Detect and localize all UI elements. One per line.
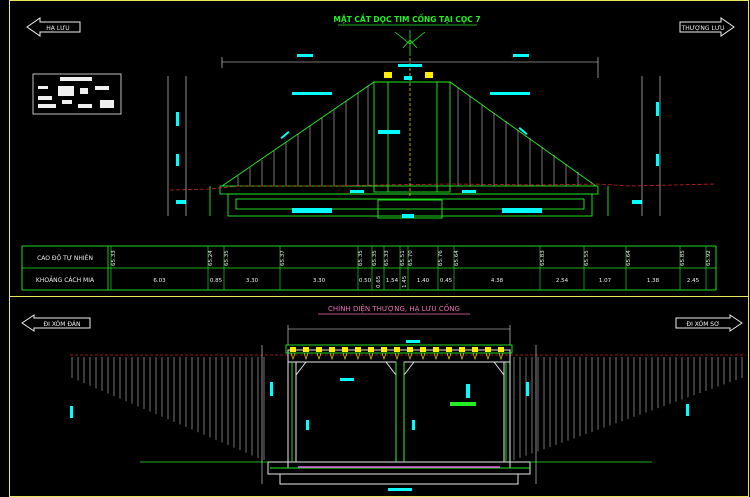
- drawing-frame: [9, 0, 749, 497]
- north-arrow-icon: [394, 30, 426, 56]
- parapet-bracket: [303, 352, 309, 360]
- parapet-marker: [407, 347, 413, 352]
- svg-text:HẠ LƯU: HẠ LƯU: [46, 25, 69, 32]
- distance-value: 1.45: [402, 275, 408, 288]
- parapet-marker: [329, 347, 335, 352]
- parapet-bracket: [433, 352, 439, 360]
- longitudinal-section: MẶT CẮT DỌC TIM CỐNG TẠI CỌC 7 HẠ LƯU TH…: [21, 14, 735, 291]
- elevation-value: 65.76: [438, 250, 444, 266]
- elevation-value: 65.51: [400, 250, 406, 266]
- elevation-value: 65.55: [584, 250, 590, 266]
- distance-value: 0.50: [359, 278, 372, 284]
- section-annotations: [176, 64, 659, 218]
- elevation-value: 65.83: [540, 250, 546, 266]
- parapet-markers: [290, 347, 504, 360]
- front-title: CHÍNH DIỆN THƯỢNG, HẠ LƯU CỐNG: [328, 303, 460, 313]
- section-title: MẶT CẮT DỌC TIM CỐNG TẠI CỌC 7: [333, 14, 480, 24]
- left-direction-arrow: ĐI XÓM ĐÁN: [21, 314, 91, 332]
- parapet-bracket: [342, 352, 348, 360]
- parapet-marker: [472, 347, 478, 352]
- parapet-bracket: [498, 352, 504, 360]
- distance-value: 1.54: [386, 278, 399, 284]
- elevation-value: 65.92: [706, 250, 712, 266]
- parapet-bracket: [355, 352, 361, 360]
- embankment-hatch: [237, 86, 579, 186]
- elevation-value: 65.35: [372, 250, 378, 266]
- profile-table: CAO ĐỘ TỰ NHIÊN KHOẢNG CÁCH MIA 65.33 65.…: [21, 245, 717, 291]
- parapet-bracket: [290, 352, 296, 360]
- parapet-bracket: [368, 352, 374, 360]
- distance-value: 2.45: [687, 278, 700, 284]
- parapet-bracket: [485, 352, 491, 360]
- front-top-dimension: [287, 325, 511, 345]
- svg-text:ĐI XÓM SƠ: ĐI XÓM SƠ: [686, 321, 719, 328]
- parapet-bracket: [407, 352, 413, 360]
- elevation-value: 65.70: [408, 250, 414, 266]
- distance-value: 1.40: [417, 278, 430, 284]
- legend-block: [32, 73, 122, 115]
- upstream-arrow: THƯỢNG LƯU: [679, 17, 735, 37]
- elevation-value: 65.64: [626, 250, 632, 266]
- elevation-value: 65.24: [208, 250, 214, 266]
- parapet-bracket: [446, 352, 452, 360]
- elevation-value: 65.33: [384, 250, 390, 266]
- elevation-value: 65.33: [111, 250, 117, 266]
- distance-value: 0.65: [376, 275, 382, 288]
- elevation-value: 65.37: [280, 250, 286, 266]
- parapet-bracket: [381, 352, 387, 360]
- distance-value: 0.85: [210, 278, 223, 284]
- distance-value: 6.03: [153, 278, 166, 284]
- marker-right: [425, 72, 433, 78]
- front-side-dimensions: [261, 345, 537, 484]
- culvert-box: [267, 349, 531, 485]
- downstream-arrow: HẠ LƯU: [26, 17, 81, 37]
- parapet-marker: [485, 347, 491, 352]
- parapet-marker: [303, 347, 309, 352]
- parapet-marker: [316, 347, 322, 352]
- elevation-value: 65.35: [224, 250, 230, 266]
- parapet-bracket: [316, 352, 322, 360]
- distance-value: 0.45: [440, 278, 453, 284]
- dam-embankment: [209, 81, 609, 219]
- parapet-marker: [368, 347, 374, 352]
- right-direction-arrow: ĐI XÓM SƠ: [675, 314, 743, 332]
- parapet-marker: [355, 347, 361, 352]
- parapet-bracket: [420, 352, 426, 360]
- parapet-marker: [381, 347, 387, 352]
- distance-value: 1.38: [647, 278, 660, 284]
- parapet: [270, 344, 530, 469]
- distance-value: 2.54: [556, 278, 569, 284]
- parapet-marker: [433, 347, 439, 352]
- distance-value: 1.07: [599, 278, 612, 284]
- top-dimension: [221, 57, 599, 78]
- parapet-bracket: [329, 352, 335, 360]
- marker-left: [384, 72, 392, 78]
- parapet-bracket: [472, 352, 478, 360]
- distance-value: 3.30: [313, 278, 326, 284]
- distance-value: 3.30: [246, 278, 259, 284]
- distance-value: 4.38: [491, 278, 504, 284]
- table-row-elevation-label: CAO ĐỘ TỰ NHIÊN: [37, 254, 93, 262]
- parapet-marker: [420, 347, 426, 352]
- front-annotations: [70, 340, 689, 491]
- parapet-marker: [498, 347, 504, 352]
- elevation-value: 65.35: [358, 250, 364, 266]
- parapet-marker: [394, 347, 400, 352]
- front-elevation: CHÍNH DIỆN THƯỢNG, HẠ LƯU CỐNG ĐI XÓM ĐÁ…: [21, 303, 746, 491]
- earth-hatch: [71, 357, 743, 460]
- svg-text:THƯỢNG LƯU: THƯỢNG LƯU: [681, 25, 725, 32]
- table-row-distance-label: KHOẢNG CÁCH MIA: [36, 276, 95, 284]
- side-dimensions: [167, 76, 661, 216]
- elevation-value: 65.64: [454, 250, 460, 266]
- parapet-marker: [446, 347, 452, 352]
- svg-text:ĐI XÓM ĐÁN: ĐI XÓM ĐÁN: [44, 321, 81, 328]
- parapet-bracket: [394, 352, 400, 360]
- parapet-marker: [342, 347, 348, 352]
- parapet-marker: [459, 347, 465, 352]
- parapet-marker: [290, 347, 296, 352]
- parapet-bracket: [459, 352, 465, 360]
- natural-ground-line: [169, 183, 717, 191]
- elevation-value: 65.85: [680, 250, 686, 266]
